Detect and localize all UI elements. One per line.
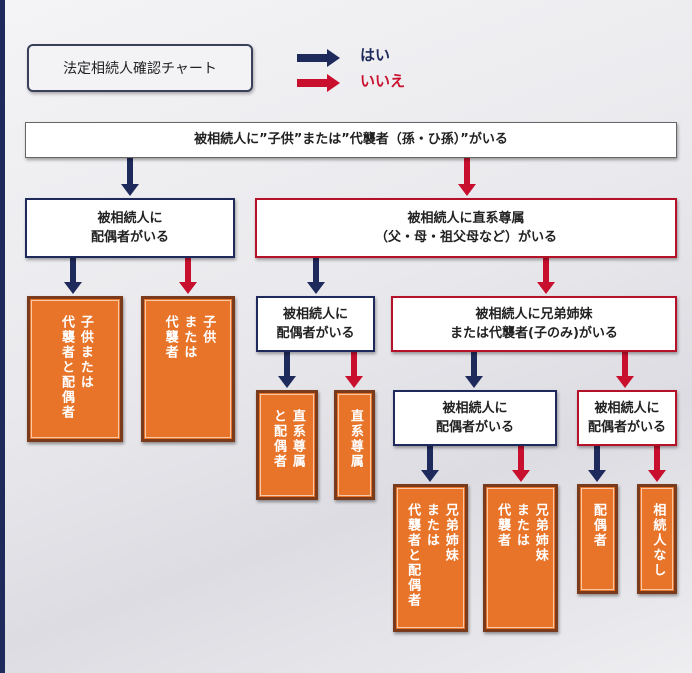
yes-arrow-icon [588,446,606,482]
result-ascendants-and-spouse: 直系尊属 と配偶者 [256,390,318,500]
yes-arrow-icon [465,352,483,388]
result-label: 兄弟姉妹 または 代襲者と配偶者 [405,503,458,608]
result-label: 直系尊属 [347,409,363,469]
result-children-and-spouse: 子供または 代襲者と配偶者 [27,296,123,442]
question-spouse-3: 被相続人に 配偶者がいる [393,390,557,446]
yes-arrow-icon [64,258,82,294]
result-children: 子供 または 代襲者 [141,296,235,442]
legend-no: いいえ [360,72,406,90]
result-label: 子供 または 代襲者 [162,315,216,360]
legend-yes-arrow-icon [297,49,340,67]
result-siblings-and-spouse: 兄弟姉妹 または 代襲者と配偶者 [393,484,468,632]
result-spouse: 配偶者 [577,484,618,594]
result-ascendants: 直系尊属 [334,390,375,500]
result-label: 子供または 代襲者と配偶者 [59,315,93,420]
question-siblings: 被相続人に兄弟姉妹 または代襲者(子のみ)がいる [391,296,677,352]
chart-title: 法定相続人確認チャート [27,44,253,92]
no-arrow-icon [179,258,197,294]
result-no-heir: 相続人なし [637,484,677,594]
question-children: 被相続人に”子供”または”代襲者（孫・ひ孫）”がいる [25,122,677,158]
yes-arrow-icon [121,158,139,196]
question-spouse-2: 被相続人に 配偶者がいる [256,296,375,352]
question-spouse-1: 被相続人に 配偶者がいる [25,198,235,258]
yes-arrow-icon [307,258,325,294]
question-spouse-4: 被相続人に 配偶者がいる [577,390,677,446]
yes-arrow-icon [421,446,439,482]
arrows-layer [64,49,666,482]
no-arrow-icon [648,446,666,482]
legend-yes: はい [360,46,391,64]
result-label: 配偶者 [590,503,606,548]
result-label: 兄弟姉妹 または 代襲者 [495,503,548,563]
result-label: 直系尊属 と配偶者 [271,409,305,469]
no-arrow-icon [616,352,634,388]
question-ascendants: 被相続人に直系尊属 （父・母・祖父母など）がいる [255,198,677,258]
yes-arrow-icon [278,352,296,388]
no-arrow-icon [458,158,476,196]
result-siblings: 兄弟姉妹 または 代襲者 [483,484,558,632]
result-label: 相続人なし [650,503,666,578]
no-arrow-icon [345,352,363,388]
no-arrow-icon [537,258,555,294]
legend-no-arrow-icon [297,74,340,92]
no-arrow-icon [512,446,530,482]
